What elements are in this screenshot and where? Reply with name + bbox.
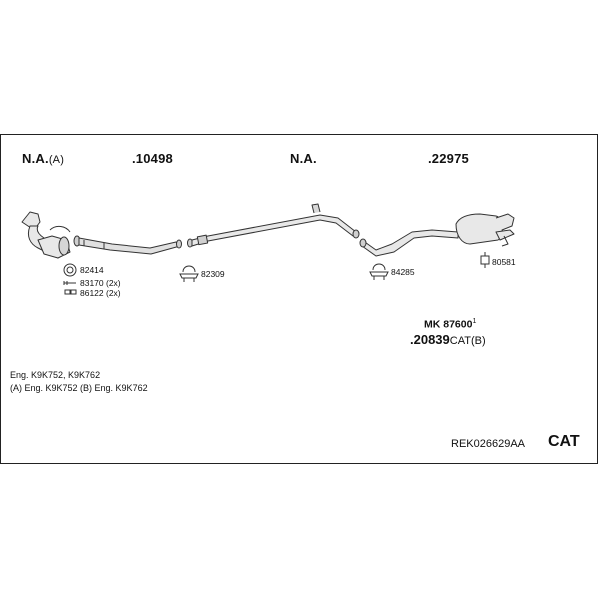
engine-note-1: Eng. K9K752, K9K762 bbox=[10, 370, 101, 380]
header-part-10498: .10498 bbox=[132, 151, 173, 166]
gasket-ring-icon bbox=[63, 263, 77, 277]
header-na-a: N.A.(A) bbox=[22, 151, 65, 166]
header-part-22975: .22975 bbox=[428, 151, 469, 166]
engine-note-2: (A) Eng. K9K752 (B) Eng. K9K762 bbox=[10, 383, 148, 393]
nut-icon bbox=[64, 289, 77, 295]
rear-silencer bbox=[359, 213, 515, 257]
reference-number: REK026629AA bbox=[451, 438, 525, 450]
gasket-ring-inner bbox=[66, 266, 74, 274]
catalytic-converter bbox=[21, 211, 71, 259]
part-82309-label: 82309 bbox=[201, 269, 225, 279]
mounting-kit-label: MK 876001 bbox=[424, 318, 477, 331]
rubber-hanger-icon bbox=[480, 252, 490, 268]
cat-label: CAT bbox=[548, 433, 580, 450]
front-pipe bbox=[73, 235, 182, 255]
bolt-icon bbox=[63, 281, 76, 285]
header-na: N.A. bbox=[290, 151, 317, 166]
diagram-frame bbox=[0, 134, 598, 464]
part-86122-label: 86122 (2x) bbox=[80, 288, 121, 298]
clamp-84285-icon bbox=[369, 263, 389, 280]
part-84285-label: 84285 bbox=[391, 267, 415, 277]
clamp-82309-icon bbox=[179, 265, 199, 282]
part-83170-label: 83170 (2x) bbox=[80, 278, 121, 288]
middle-pipe bbox=[187, 203, 360, 248]
cat-part-label: .20839CAT(B) bbox=[410, 332, 486, 347]
part-80581-label: 80581 bbox=[492, 257, 516, 267]
part-82414-label: 82414 bbox=[80, 265, 104, 275]
